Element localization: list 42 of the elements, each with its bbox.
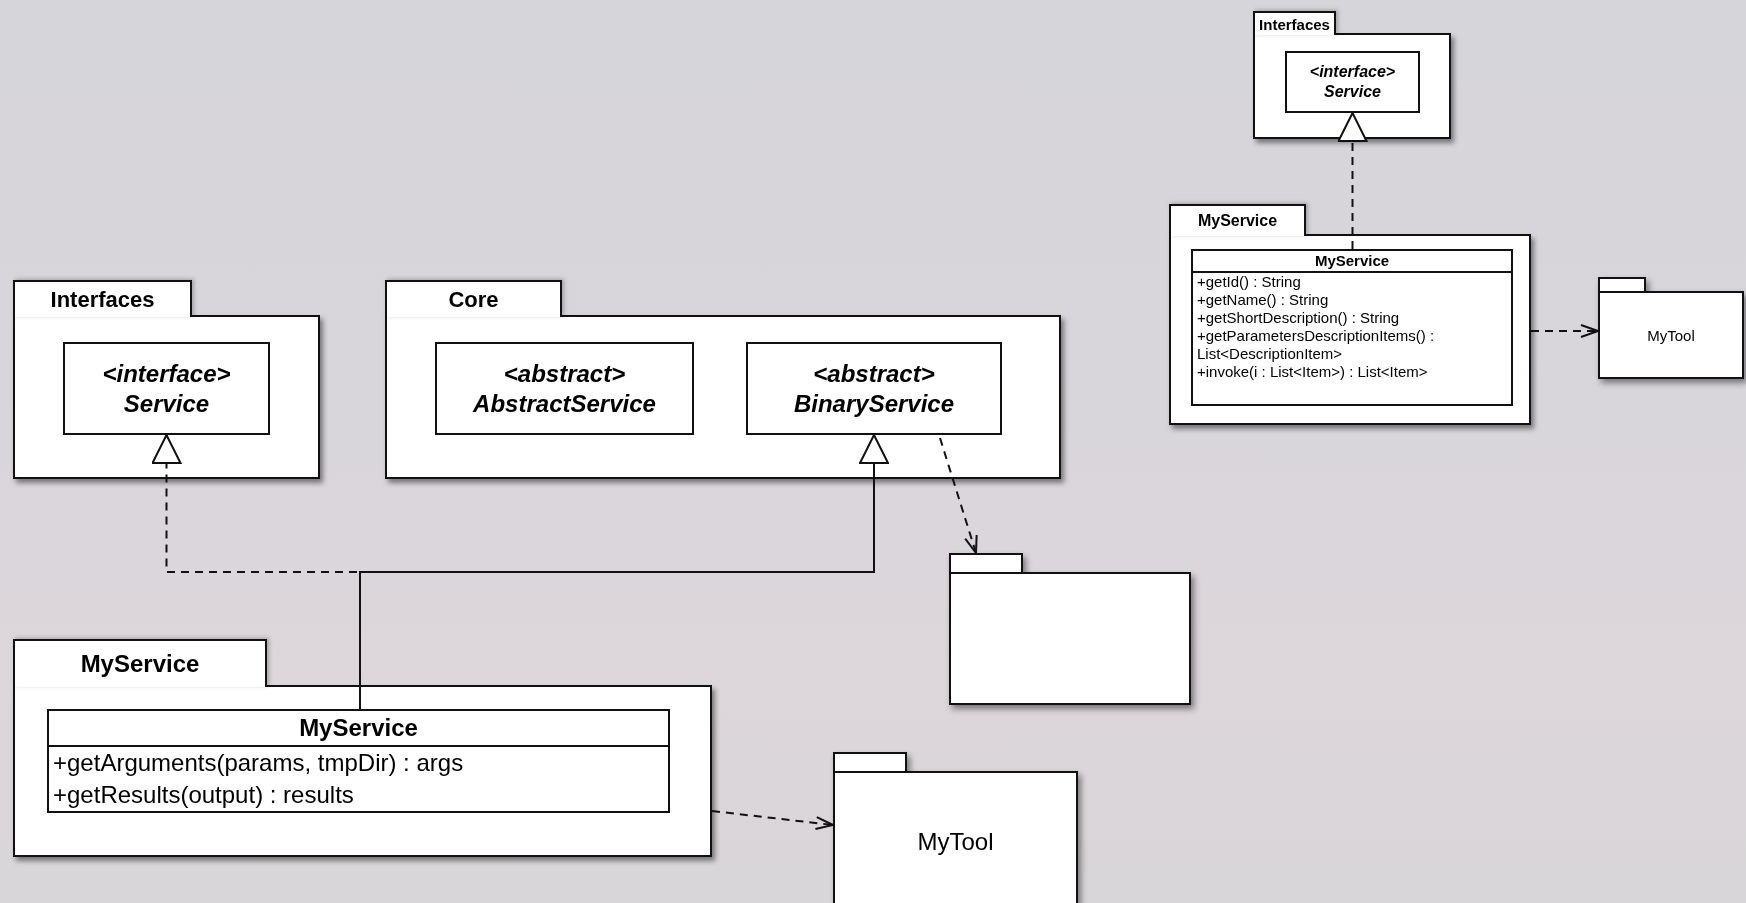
class-box (1191, 249, 1513, 406)
class-box (746, 342, 1002, 435)
dependency-arrow (939, 437, 978, 554)
class-name: Service (123, 388, 210, 419)
method-text: +getArguments(params, tmpDir) : args (52, 748, 465, 778)
package-name: Interfaces (1253, 11, 1336, 35)
stereotype-text: <interface> (1309, 62, 1396, 82)
method-text: +getResults(output) : results (52, 780, 355, 810)
package-name: MyTool (1647, 327, 1695, 344)
package-folder (949, 553, 1191, 705)
package-name: MyService (13, 639, 267, 687)
package-folder (1598, 277, 1744, 379)
method-text: +invoke(i : List<Item>) : List<Item> (1196, 363, 1429, 381)
class-box (47, 709, 670, 813)
method-text: +getId() : String (1196, 273, 1302, 291)
realization-arrow (1337, 112, 1368, 250)
class-name: AbstractService (473, 388, 656, 419)
package-name: Core (385, 280, 562, 317)
class-name: Service (1324, 82, 1381, 102)
package-name: MyTool (917, 828, 994, 856)
dependency-arrow (711, 810, 834, 830)
method-text: +getParametersDescriptionItems() : List<DescriptionItem> (1196, 327, 1436, 363)
package-name: MyService (1169, 204, 1306, 236)
package-body (13, 315, 320, 479)
dependency-arrow (1530, 324, 1599, 338)
class-name: MyService (49, 711, 668, 747)
class-name: MyService (1193, 251, 1511, 273)
class-box (63, 342, 270, 435)
package-body (13, 685, 712, 857)
class-box (435, 342, 694, 435)
class-box (1285, 51, 1420, 113)
stereotype-text: <abstract> (813, 358, 935, 389)
package-folder (833, 752, 1078, 903)
package-body (1169, 234, 1531, 425)
method-text: +getShortDescription() : String (1196, 309, 1401, 327)
package-name: Interfaces (13, 280, 192, 317)
package-body (385, 315, 1061, 479)
method-text: +getName() : String (1196, 291, 1330, 309)
package-body (1253, 33, 1451, 139)
stereotype-text: <abstract> (503, 358, 626, 389)
stereotype-text: <interface> (102, 358, 231, 389)
class-name: BinaryService (793, 388, 955, 419)
